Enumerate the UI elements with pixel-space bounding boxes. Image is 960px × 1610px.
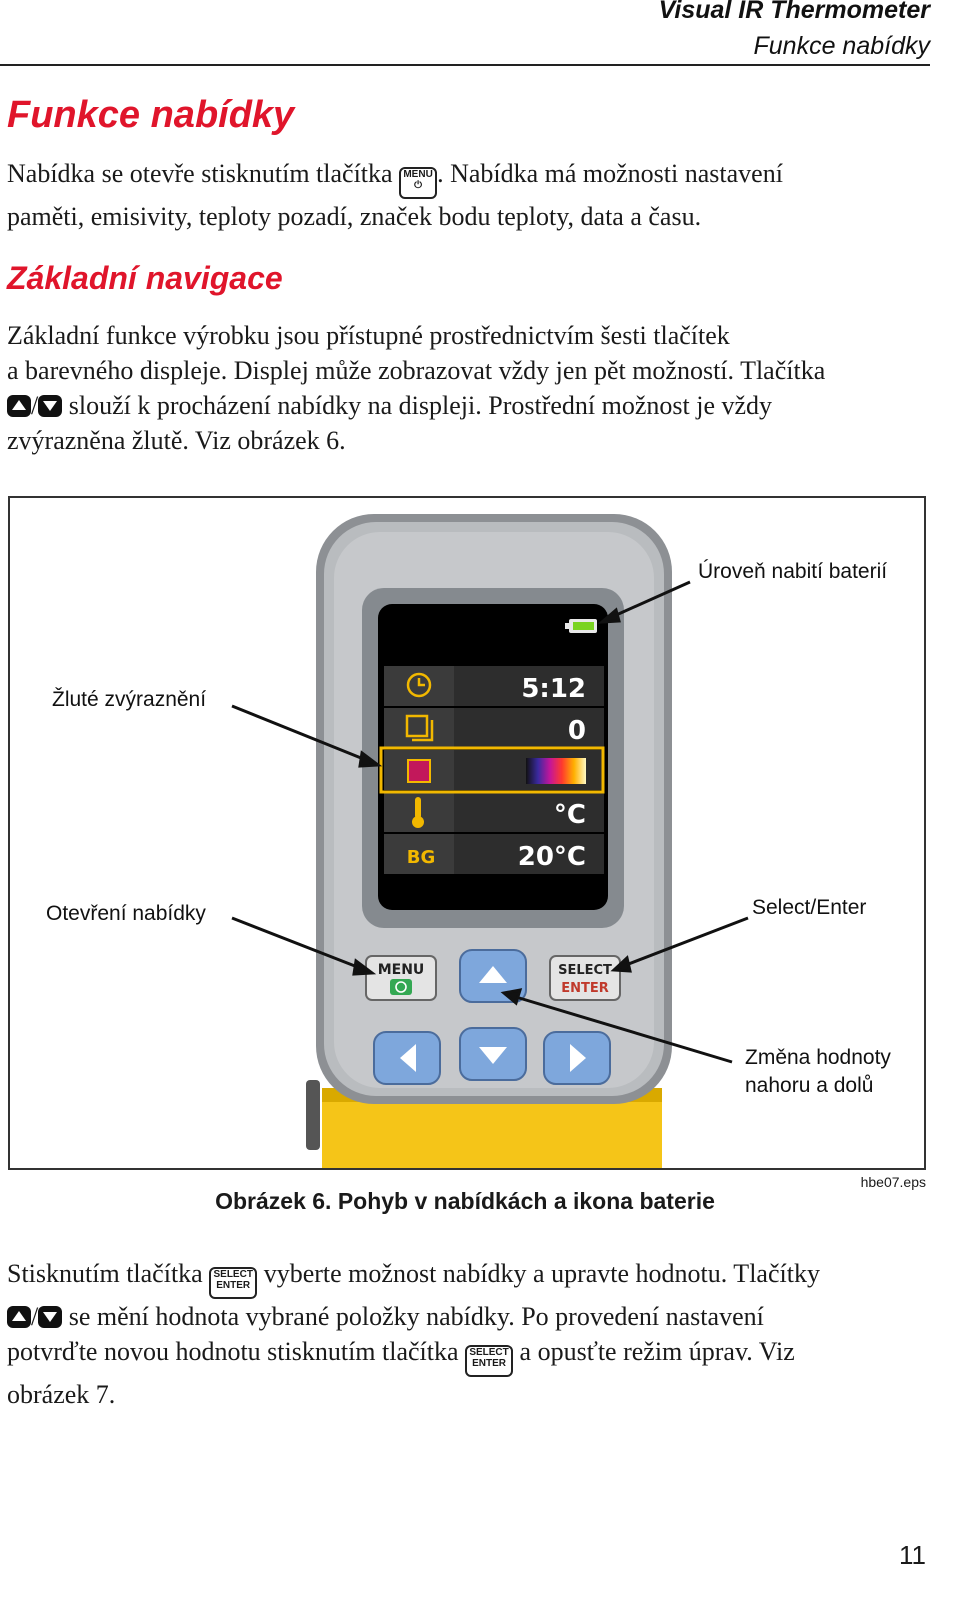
nav-text: zvýrazněna žlutě. Viz obrázek 6. — [7, 426, 346, 455]
select-key-text: SELECT — [469, 1347, 509, 1358]
page-number: 11 — [899, 1540, 926, 1570]
side-trigger — [306, 1080, 320, 1150]
callout-pointers — [231, 580, 749, 1064]
label-select-enter: Select/Enter — [752, 896, 867, 919]
intro-text: paměti, emisivity, teploty pozadí, znače… — [7, 202, 702, 231]
palette-swatch — [526, 758, 586, 784]
select-button-label: SELECT — [558, 963, 612, 978]
bg-value: 20°C — [518, 842, 586, 872]
after-text: potvrďte novou hodnotu stisknutím tlačít… — [7, 1337, 466, 1366]
header-title: Visual IR Thermometer — [658, 0, 930, 24]
subheading: Základní navigace — [7, 260, 283, 296]
header-section: Funkce nabídky — [753, 32, 931, 60]
menu-key-icon: MENU⏻ — [399, 167, 438, 199]
label-highlight: Žluté zvýraznění — [52, 688, 207, 711]
label-change-2: nahoru a dolů — [745, 1074, 874, 1097]
header-rule — [0, 64, 930, 66]
down-arrow-icon — [38, 1306, 63, 1328]
left-arrow-icon — [400, 1044, 416, 1072]
up-arrow-icon — [479, 966, 507, 983]
intro-paragraph: Nabídka se otevře stisknutím tlačítka ME… — [7, 156, 937, 234]
enter-key-text: ENTER — [216, 1280, 251, 1291]
page-heading: Funkce nabídky — [7, 94, 295, 136]
memory-value: 0 — [568, 716, 586, 746]
menu-button-label: MENU — [378, 962, 425, 978]
units-value: °C — [554, 800, 586, 830]
palette-icon — [407, 759, 431, 783]
nav-paragraph: Základní funkce výrobku jsou přístupné p… — [7, 318, 937, 458]
figure-id: hbe07.eps — [860, 1174, 926, 1190]
nav-text: a barevného displeje. Displej může zobra… — [7, 356, 826, 385]
menu-list: BG 5:12 0 °C 20°C — [379, 666, 605, 874]
figure-6: BG 5:12 0 °C 20°C MENU SELECT ENTER — [8, 496, 926, 1170]
up-button[interactable] — [459, 949, 527, 1003]
nav-text: slouží k procházení nabídky na displeji.… — [62, 391, 773, 420]
select-key-text: SELECT — [213, 1269, 253, 1280]
left-button[interactable] — [373, 1031, 441, 1085]
slash-text: / — [31, 391, 39, 420]
after-text: vyberte možnost nabídky a upravte hodnot… — [257, 1259, 820, 1288]
after-text: Stisknutím tlačítka — [7, 1259, 210, 1288]
yellow-highlight — [379, 746, 605, 794]
right-button[interactable] — [543, 1031, 611, 1085]
down-button[interactable] — [459, 1027, 527, 1081]
menu-button[interactable]: MENU — [365, 955, 437, 1001]
slash-text: / — [31, 1302, 39, 1331]
select-enter-button[interactable]: SELECT ENTER — [549, 955, 621, 1001]
device-illustration: BG 5:12 0 °C 20°C MENU SELECT ENTER — [231, 514, 749, 1168]
enter-button-label: ENTER — [561, 981, 609, 996]
after-text: se mění hodnota vybrané položky nabídky.… — [62, 1302, 764, 1331]
right-arrow-icon — [570, 1044, 586, 1072]
power-icon — [390, 979, 412, 995]
clock-icon — [406, 672, 432, 698]
down-arrow-icon — [38, 395, 63, 417]
down-arrow-icon — [479, 1047, 507, 1064]
up-arrow-icon — [7, 1306, 31, 1328]
after-text: a opusťte režim úprav. Viz — [513, 1337, 795, 1366]
time-value: 5:12 — [521, 674, 586, 704]
enter-key-text: ENTER — [472, 1358, 506, 1369]
figure-caption: Obrázek 6. Pohyb v nabídkách a ikona bat… — [215, 1188, 715, 1214]
nav-text: Základní funkce výrobku jsou přístupné p… — [7, 321, 730, 350]
intro-text: Nabídka se otevře stisknutím tlačítka — [7, 159, 400, 188]
after-text: obrázek 7. — [7, 1380, 116, 1409]
up-arrow-icon — [7, 395, 31, 417]
bg-icon: BG — [407, 847, 436, 868]
intro-text: . Nabídka má možnosti nastavení — [437, 159, 783, 188]
label-battery: Úroveň nabití baterií — [698, 560, 888, 583]
menu-key-text: MENU — [403, 169, 433, 180]
label-change-1: Změna hodnoty — [745, 1046, 891, 1069]
thermometer-icon — [415, 797, 421, 819]
memory-icon — [405, 714, 429, 738]
label-menu: Otevření nabídky — [46, 902, 206, 925]
